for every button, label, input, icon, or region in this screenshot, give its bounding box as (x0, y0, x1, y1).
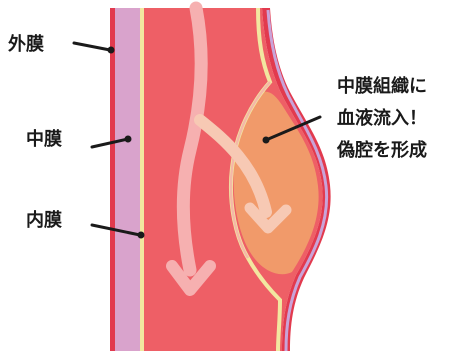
leader-media-dot (125, 136, 132, 143)
leader-adventitia (74, 43, 110, 50)
intima-left (140, 8, 144, 351)
label-adventitia: 外膜 (8, 33, 44, 55)
label-intima: 内膜 (26, 209, 62, 231)
label-dissection-line3: 偽腔を形成 (336, 139, 427, 161)
leader-adventitia-dot (108, 47, 115, 54)
leader-dissection-dot (263, 137, 270, 144)
outer-wall-left (110, 8, 115, 351)
label-dissection-line2: 血液流入！ (337, 107, 427, 129)
leader-intima-dot (138, 232, 145, 239)
label-dissection-line1: 中膜組織に (337, 75, 427, 97)
label-media: 中膜 (26, 128, 62, 150)
media-layer-left (115, 8, 140, 351)
